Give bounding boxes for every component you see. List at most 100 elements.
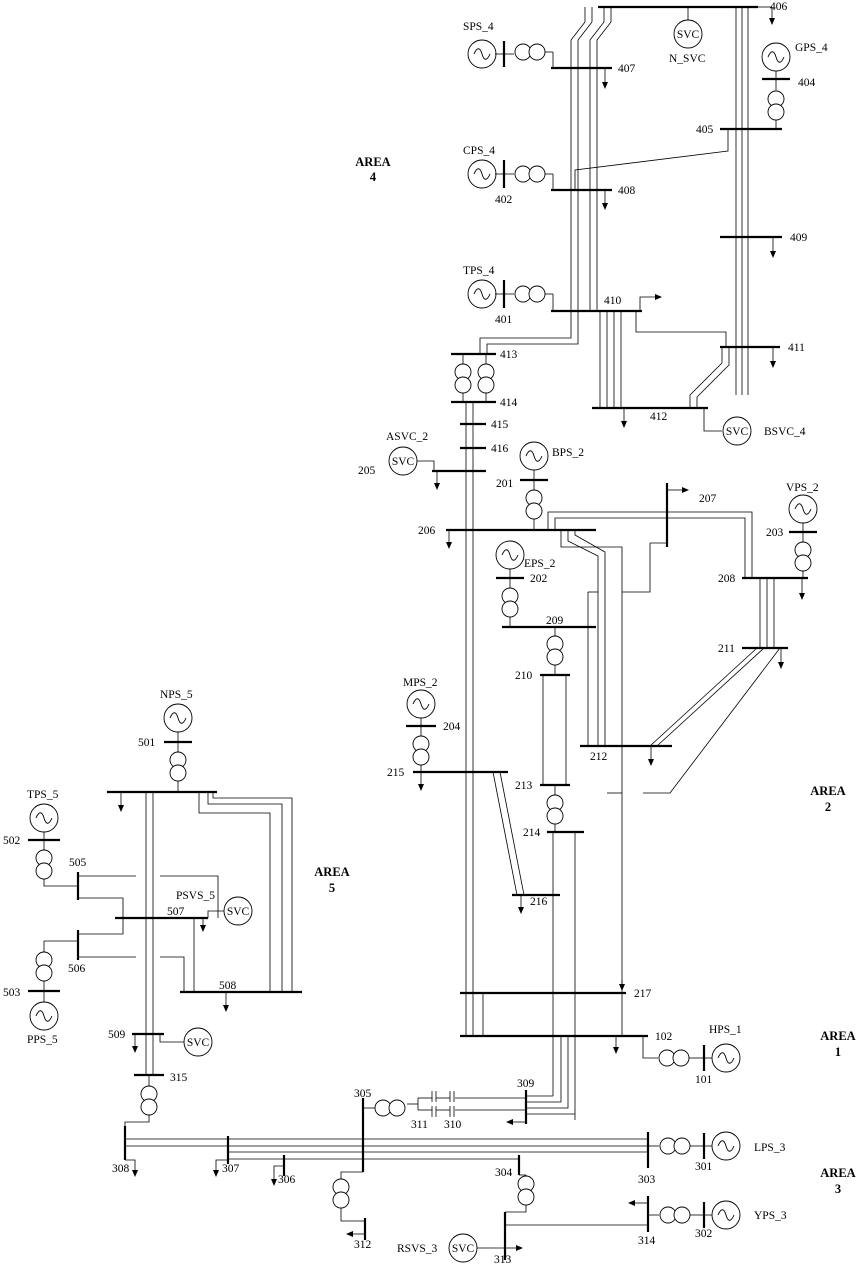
area-3-label: AREA 3: [820, 1166, 855, 1196]
bus-label-205: 205: [358, 465, 376, 477]
bus-label-204: 204: [443, 721, 461, 733]
area-3-title: AREA: [820, 1166, 855, 1180]
gen-label-nps-5: NPS_5: [160, 689, 193, 701]
bus-label-410: 410: [604, 295, 622, 307]
gen-label-tps-4: TPS_4: [463, 265, 495, 277]
bus-label-302: 302: [695, 1228, 713, 1240]
area-4-number: 4: [370, 170, 377, 184]
gen-label-yps-3: YPS_3: [754, 1210, 787, 1222]
bus-label-211: 211: [718, 643, 735, 655]
bus-label-404: 404: [798, 77, 816, 89]
svc-bsvc-4-symbol: SVC: [726, 426, 749, 438]
bus-label-314: 312: [354, 1239, 372, 1251]
bus-label-308: 308: [112, 1163, 130, 1175]
svc-rsvs-3-symbol: SVC: [452, 1243, 475, 1255]
bus-label-312: 314: [638, 1235, 656, 1247]
bus-label-509: 509: [108, 1029, 126, 1041]
area-3-network: 309 311 310 305: [112, 1036, 787, 1265]
svc-asvc-2-symbol: SVC: [392, 456, 415, 468]
area-1-number: 1: [835, 1045, 841, 1059]
svc-509-symbol: SVC: [187, 1037, 210, 1049]
area-5-network: NPS_5 501 TPS_5 502 505 507: [3, 689, 302, 1130]
bus-label-401: 401: [495, 314, 513, 326]
bus-label-416: 416: [491, 443, 509, 455]
generator-nps-5-icon: [163, 703, 193, 733]
bus-label-217: 217: [634, 988, 652, 1000]
bus-label-213: 213: [515, 780, 533, 792]
gen-label-mps-2: MPS_2: [403, 677, 438, 689]
svc-bsvc-4-circle: [722, 416, 752, 446]
generator-mps-2-icon: [406, 689, 436, 719]
svc-n-circle: [673, 19, 703, 49]
bus-label-102: 102: [655, 1031, 673, 1043]
generator-tps-4-icon: [467, 279, 497, 309]
bus-label-311: 311: [411, 1119, 428, 1131]
bus-label-209: 209: [546, 615, 564, 627]
generator-bps-2-icon: [519, 441, 549, 471]
load-arrow: [769, 18, 775, 25]
svc-n-symbol: SVC: [677, 29, 700, 41]
bus-label-501: 501: [138, 737, 156, 749]
bus-label-206: 206: [418, 525, 436, 537]
generator-vps-2-icon: [788, 494, 818, 524]
bus-label-305: 305: [354, 1088, 372, 1100]
gen-label-gps-4: GPS_4: [795, 42, 828, 54]
generator-gps-4-icon: [761, 42, 791, 72]
area-2-number: 2: [825, 800, 831, 814]
gen-label-pps-5: PPS_5: [27, 1034, 58, 1046]
gen-label-cps-4: CPS_4: [463, 145, 495, 157]
svc-label-rsvs-3: RSVS_3: [397, 1243, 438, 1255]
bus-label-101: 101: [695, 1074, 713, 1086]
gen-label-vps-2: VPS_2: [786, 482, 819, 494]
bus-label-502: 502: [3, 835, 21, 847]
svc-label-n-svc: N_SVC: [669, 53, 706, 65]
bus-label-411: 411: [788, 342, 805, 354]
area-4-title: AREA: [355, 155, 390, 169]
bus-label-405: 405: [696, 124, 714, 136]
bus-label-508: 508: [219, 980, 237, 992]
svc-label-bsvc-4: BSVC_4: [764, 426, 806, 438]
area-2-label: AREA 2: [810, 784, 845, 814]
area-1-label: AREA 1: [820, 1029, 855, 1059]
bus-label-309: 309: [517, 1078, 535, 1090]
bus-label-313: 313: [494, 1254, 512, 1265]
bus-label-212: 212: [590, 751, 608, 763]
bus-label-310: 310: [444, 1119, 462, 1131]
svc-psvs-5-symbol: SVC: [227, 906, 250, 918]
svc-label-psvs-5: PSVS_5: [176, 890, 215, 902]
bus-label-412: 412: [650, 411, 668, 423]
generator-sps-4-icon: [467, 39, 497, 69]
gen-label-bps-2: BPS_2: [552, 447, 584, 459]
svc-rsvs-3-circle: [448, 1233, 478, 1263]
bus-label-414: 414: [500, 397, 518, 409]
generator-pps-5-icon: [29, 1001, 59, 1031]
svc-psvs-5-circle: [223, 896, 253, 926]
area-5-number: 5: [329, 881, 335, 895]
bus-label-413: 413: [500, 349, 518, 361]
generator-lps-3-icon: [711, 1131, 741, 1161]
bus-label-506: 506: [68, 963, 86, 975]
area-1-network: 217 102 101 HPS_1: [460, 980, 742, 1086]
bus-label-214: 214: [523, 827, 541, 839]
bus-label-315: 315: [170, 1072, 188, 1084]
bus-label-409: 409: [790, 232, 808, 244]
gen-label-sps-4: SPS_4: [463, 21, 494, 33]
bus-label-406: 406: [770, 1, 788, 13]
bus-label-207: 207: [699, 493, 717, 505]
area-3-number: 3: [835, 1182, 841, 1196]
bus-label-408: 408: [618, 185, 636, 197]
area-2-title: AREA: [810, 784, 845, 798]
gen-label-lps-3: LPS_3: [754, 1142, 786, 1154]
bus-label-402: 402: [495, 194, 513, 206]
svc-label-asvc-2: ASVC_2: [386, 431, 428, 443]
bus-label-215: 215: [387, 767, 405, 779]
area-2-network: ASVC_2 SVC 205 BPS_2 201 206 207: [358, 431, 819, 1120]
bus-label-203: 203: [766, 527, 784, 539]
bus-label-306: 306: [278, 1174, 296, 1186]
generator-cps-4-icon: [467, 159, 497, 189]
generator-eps-2-icon: [495, 540, 525, 570]
generator-yps-3-icon: [711, 1200, 741, 1230]
gen-label-tps-5: TPS_5: [27, 789, 59, 801]
area-4-network: 406 SVC N_SVC SPS_4 407 GPS_4 404 4: [451, 1, 828, 455]
